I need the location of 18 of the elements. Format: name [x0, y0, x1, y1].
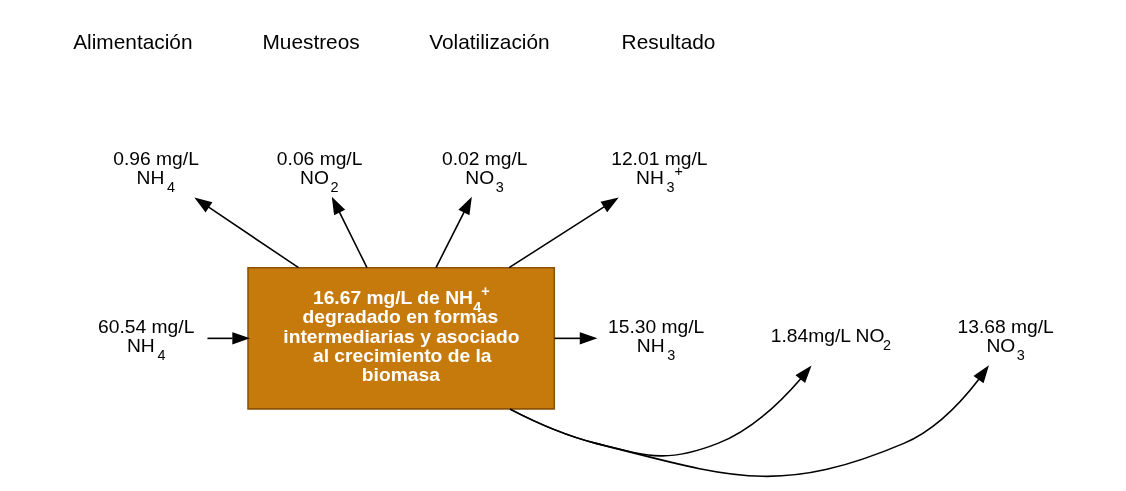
label: Muestreos [261, 29, 360, 53]
node-text: 60.54 mg/L NH$_{4}$ [97, 315, 194, 364]
node-text: 1.84mg/L NO$_{2}$ [770, 324, 891, 353]
node-text: 0.96 mg/L NH$_{4}$ [112, 147, 199, 195]
arrow [193, 197, 299, 269]
arrow [507, 197, 619, 269]
node-text: 15.30 mg/L NH$_{3}$ [607, 315, 704, 364]
arrow [553, 332, 597, 345]
arrow [508, 365, 989, 478]
node-text: 0.02 mg/L NO$_{3}$ [441, 147, 528, 195]
arrow [434, 196, 472, 269]
label: Volatilización [428, 29, 550, 53]
arrow [206, 332, 250, 345]
node-text: 13.68 mg/L NO$_{3}$ [957, 315, 1054, 364]
node-text: 0.06 mg/L NO$_{2}$ [276, 147, 362, 195]
label: Alimentación [72, 29, 192, 53]
arrow [331, 196, 368, 269]
label: Resultado [621, 29, 715, 53]
